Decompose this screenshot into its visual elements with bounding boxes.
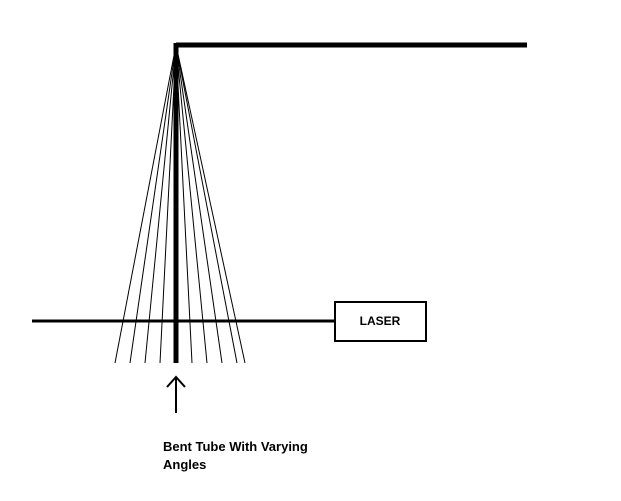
caption-line-1: Bent Tube With Varying xyxy=(163,439,308,454)
fan-line xyxy=(114,44,177,364)
fan-line xyxy=(175,44,223,364)
fan-line xyxy=(159,44,177,364)
angle-fan-lines xyxy=(114,44,246,364)
fan-line xyxy=(175,44,208,364)
caption-line-2: Angles xyxy=(163,457,207,472)
fan-line xyxy=(144,44,177,364)
up-arrow-icon xyxy=(166,375,186,413)
fan-line xyxy=(175,44,246,364)
laser-box xyxy=(334,301,427,342)
diagram-caption: Bent Tube With Varying Angles xyxy=(163,438,363,474)
fan-line xyxy=(129,44,177,364)
laser-label: LASER xyxy=(360,314,401,328)
fan-line xyxy=(175,44,238,364)
fan-line xyxy=(175,44,193,364)
